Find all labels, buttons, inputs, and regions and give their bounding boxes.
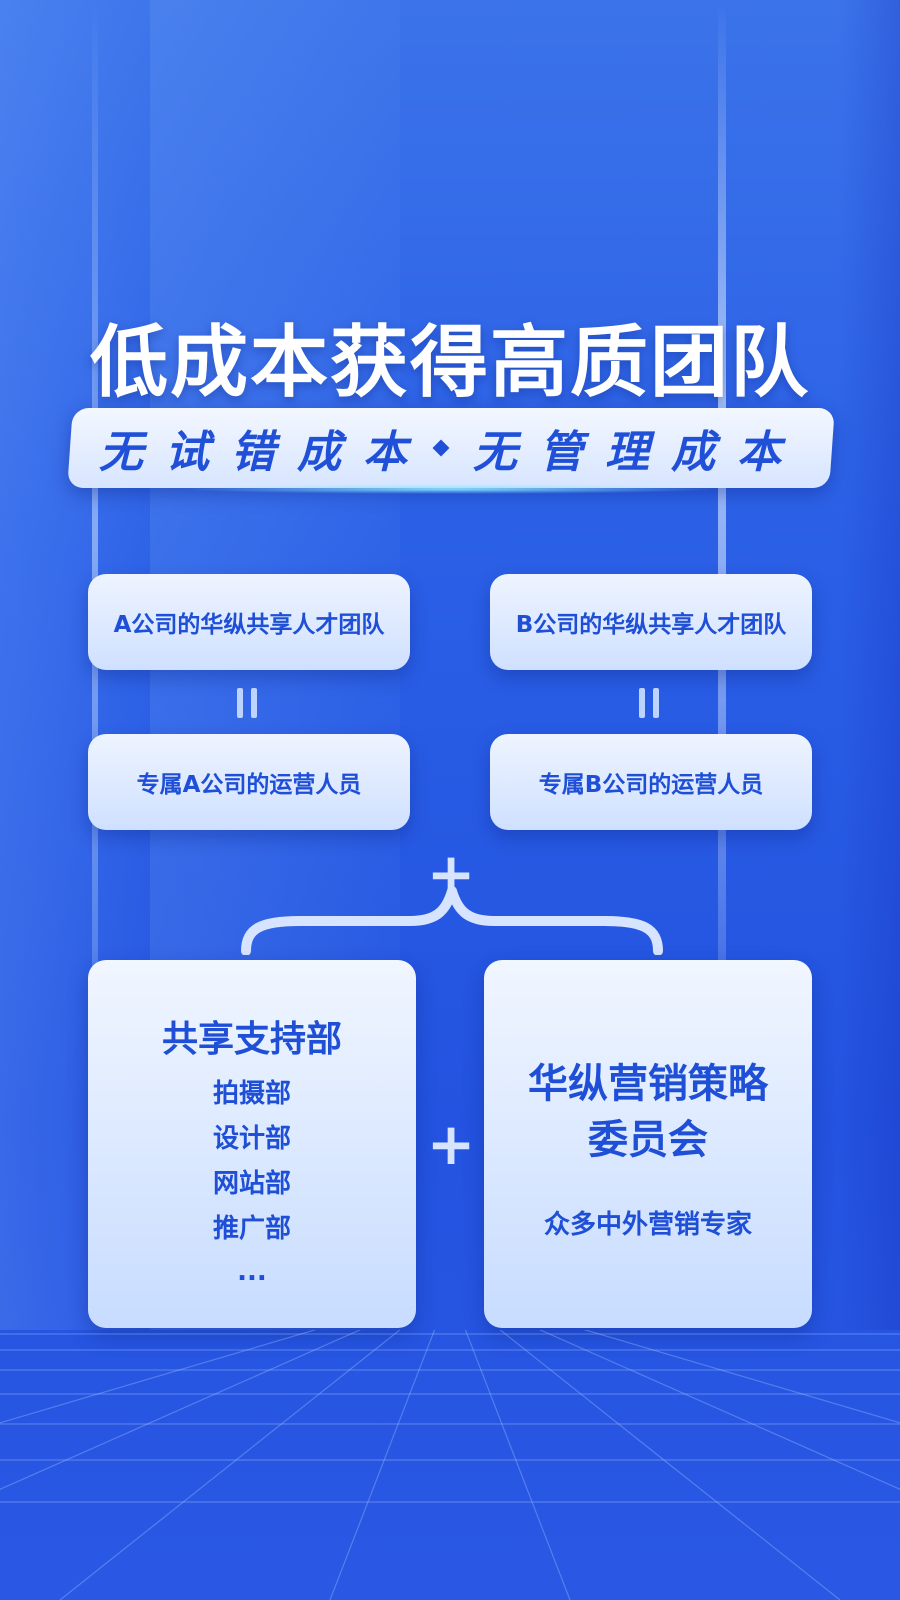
support-card: 共享支持部 拍摄部 设计部 网站部 推广部 ... (88, 960, 416, 1328)
list-item: 推广部 (212, 1214, 291, 1244)
diamond-separator-icon (432, 439, 450, 457)
banner-glow (180, 484, 720, 494)
committee-title: 华纵营销策略 委员会 (484, 1056, 812, 1168)
support-title: 共享支持部 (161, 1019, 342, 1060)
equals-icon (634, 688, 664, 718)
team-label-a: A公司的华纵共享人才团队 (113, 612, 385, 638)
team-label-b: B公司的华纵共享人才团队 (515, 612, 787, 638)
staff-card-b: 专属B公司的运营人员 (490, 734, 812, 830)
list-item: 拍摄部 (212, 1079, 291, 1109)
list-item: 设计部 (212, 1124, 291, 1154)
staff-label-a: 专属A公司的运营人员 (136, 772, 362, 798)
plus-icon: + (426, 1110, 476, 1178)
curly-brace-icon (241, 886, 663, 955)
team-card-a: A公司的华纵共享人才团队 (88, 574, 410, 670)
team-card-b: B公司的华纵共享人才团队 (490, 574, 812, 670)
committee-title-line1: 华纵营销策略 (528, 1061, 768, 1107)
committee-description: 众多中外营销专家 (543, 1210, 752, 1240)
subtitle-right: 无管理成本 (473, 427, 803, 478)
subtitle: 无试错成本 无管理成本 (70, 408, 832, 488)
grid-floor (0, 1330, 900, 1600)
committee-title-line2: 委员会 (588, 1117, 708, 1163)
staff-label-b: 专属B公司的运营人员 (538, 772, 764, 798)
department-list: 拍摄部 设计部 网站部 推广部 ... (88, 1072, 416, 1292)
committee-card: 华纵营销策略 委员会 众多中外营销专家 (484, 960, 812, 1328)
list-item: 网站部 (212, 1169, 291, 1199)
equals-icon (232, 688, 262, 718)
light-beam (840, 0, 900, 1330)
staff-card-a: 专属A公司的运营人员 (88, 734, 410, 830)
subtitle-left: 无试错成本 (99, 427, 429, 478)
page-title: 低成本获得高质团队 (89, 318, 810, 408)
more-indicator: ... (237, 1257, 267, 1287)
